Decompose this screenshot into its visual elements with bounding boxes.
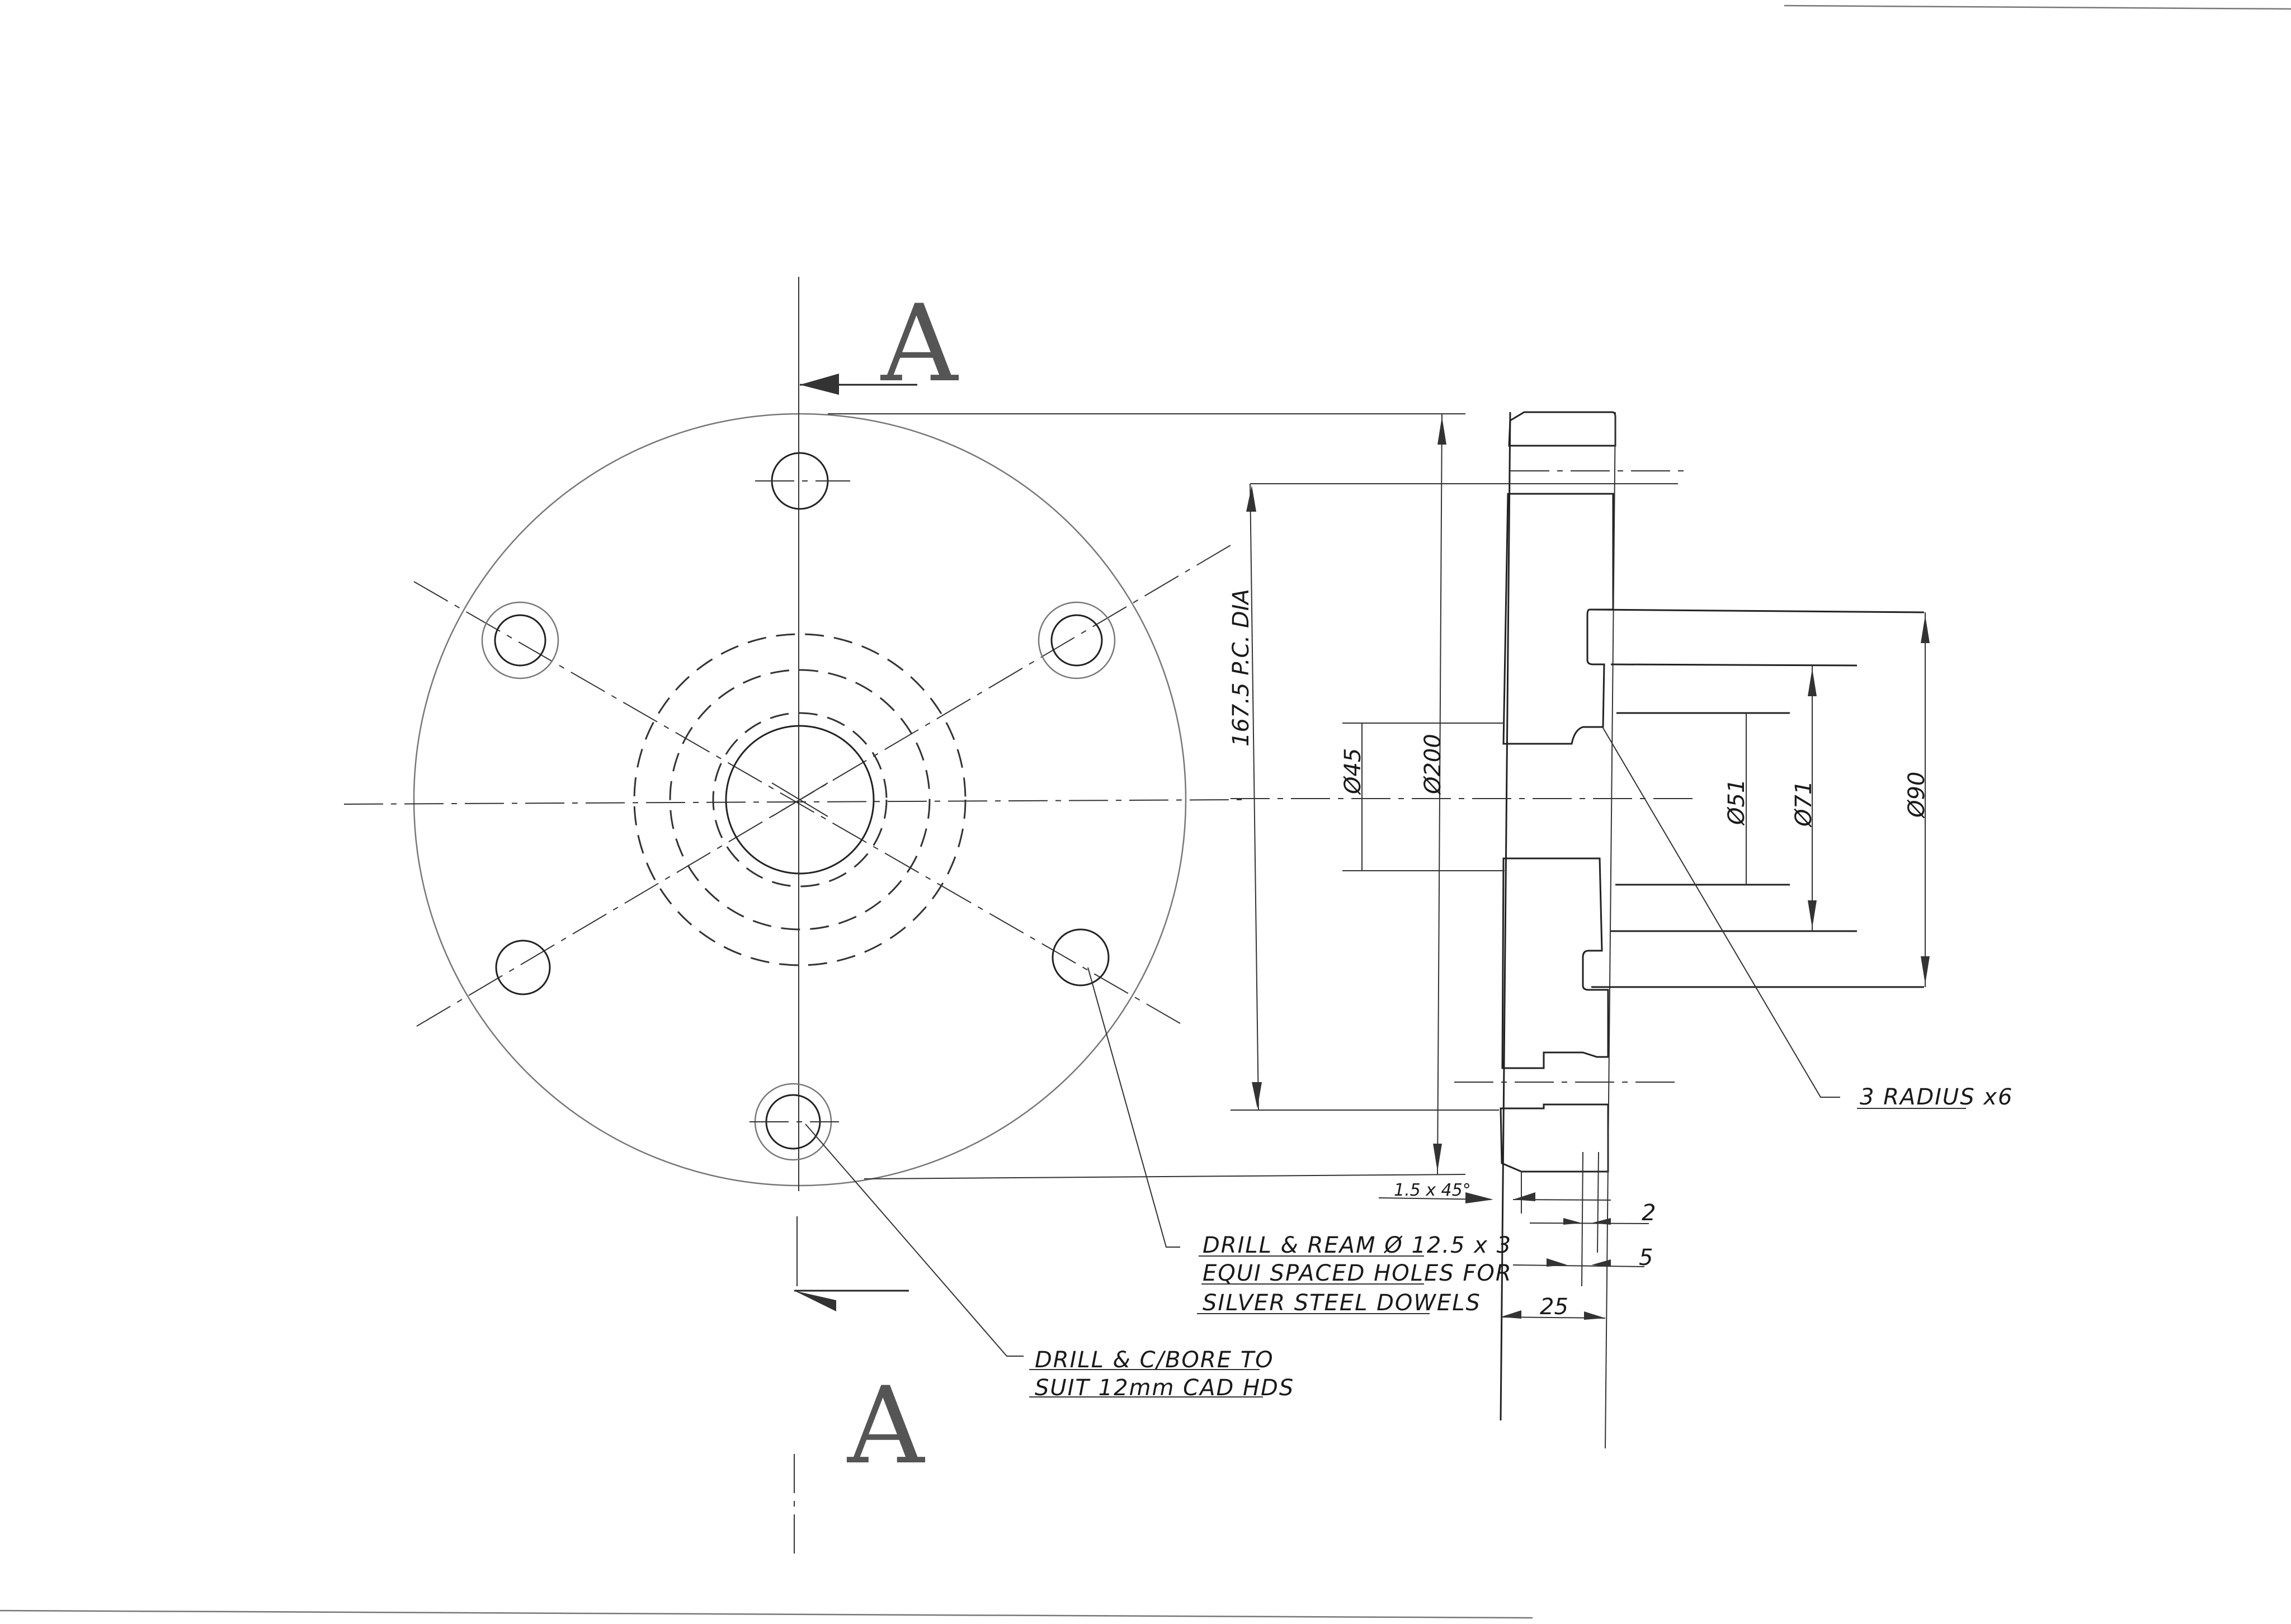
hatch-lower [1501, 857, 1609, 1069]
note-dowel-line3: SILVER STEEL DOWELS [1203, 1290, 1481, 1316]
hole-lower-right [1052, 928, 1110, 986]
hidden-circle-51 [712, 712, 888, 887]
note-dowel-line1: DRILL & REAM Ø 12.5 x 3 [1203, 1233, 1512, 1258]
dim-thickness-25: 25 [1540, 1294, 1568, 1320]
leader-dowel [1087, 967, 1180, 1248]
section-arrow-bottom [794, 1290, 909, 1311]
bore-circle [725, 725, 875, 875]
front-view [343, 277, 1466, 1555]
flange-left-face [1500, 412, 1511, 1421]
note-cbore-line1: DRILL & C/BORE TO [1035, 1347, 1274, 1373]
dim-step-2: 2 [1642, 1200, 1656, 1226]
dim-step-5: 5 [1639, 1245, 1653, 1271]
section-view [1231, 411, 1925, 1449]
dim-pcd: 167.5 P.C. DIA [1228, 589, 1254, 747]
hidden-circle-90 [633, 633, 967, 966]
dim-outer-200: Ø200 [1420, 734, 1446, 795]
dim-71: Ø71 [1791, 781, 1817, 828]
spigot-top-71 [1610, 663, 1858, 667]
dim-chamfer: 1.5 x 45° [1394, 1181, 1471, 1200]
note-radius: 3 RADIUS x6 [1860, 1084, 2013, 1110]
projection-line-bottom [864, 1174, 1466, 1179]
hatch-upper [1502, 493, 1614, 745]
center-cross [771, 782, 828, 817]
dim-90: Ø90 [1904, 772, 1930, 819]
dim-bore-45: Ø45 [1340, 748, 1366, 795]
step-line [1581, 1151, 1583, 1287]
step-line-2 [1597, 1151, 1599, 1253]
hole-upper-left [481, 601, 559, 679]
scan-edge-marks [0, 4, 2291, 1619]
hole-upper-right [1038, 601, 1116, 679]
hatch-bottom [1500, 1103, 1609, 1173]
hidden-circle-71 [669, 669, 931, 931]
dim-51: Ø51 [1724, 779, 1750, 826]
flange-right-face [1605, 412, 1616, 1449]
section-label-bottom: A [846, 1364, 926, 1488]
dimension-lines [1231, 413, 1966, 1320]
outer-circle [413, 413, 1187, 1187]
leader-cbore [805, 1123, 1024, 1357]
hole-top [755, 452, 850, 510]
hole-lower-left [495, 940, 551, 995]
horizontal-centerline [343, 799, 1242, 805]
hole-bottom [749, 1083, 839, 1161]
section-label-top: A [880, 282, 959, 405]
spigot-top-90 [1591, 608, 1925, 613]
note-dowel-line2: EQUI SPACED HOLES FOR [1203, 1261, 1512, 1286]
radial-centerline-1 [413, 581, 1181, 1024]
hatch-top [1508, 411, 1616, 447]
section-arrow-top [800, 374, 917, 395]
